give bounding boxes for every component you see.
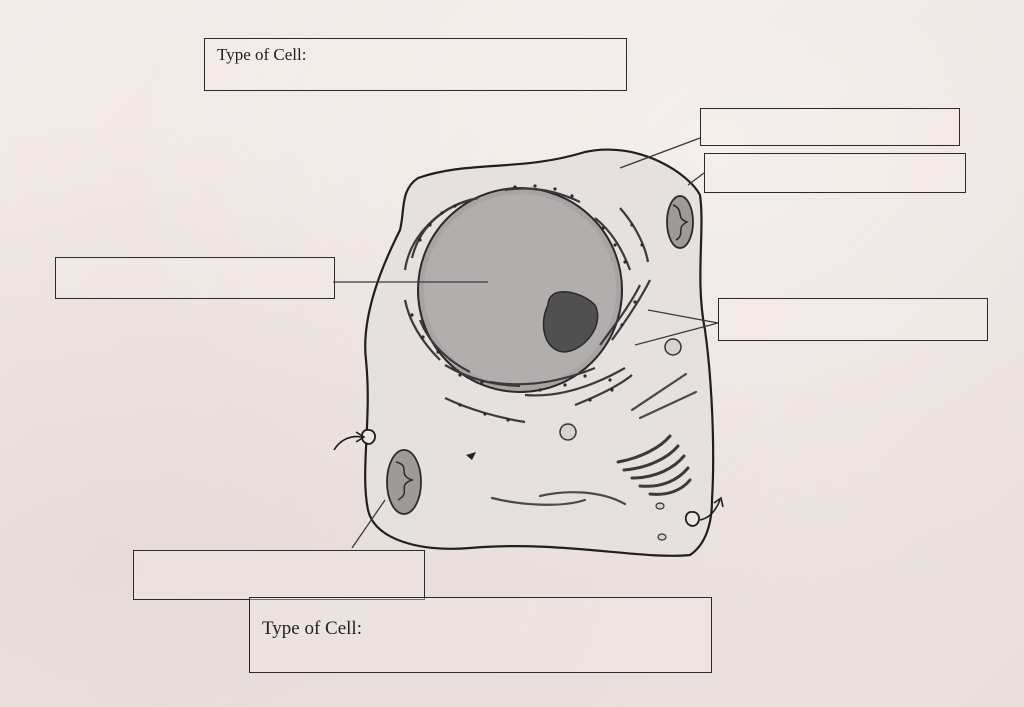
centrosome [466, 452, 476, 460]
mitochondrion-upper-right [666, 195, 694, 249]
membrane-openings [360, 429, 700, 527]
type-of-cell-box-bottom[interactable]: Type of Cell: [249, 597, 712, 673]
exocytosis-arrow [699, 496, 724, 521]
smooth-er [490, 372, 698, 506]
type-of-cell-label-bottom: Type of Cell: [262, 618, 362, 639]
nucleus-inner [424, 194, 616, 386]
leader-lines [333, 137, 719, 549]
nucleolus [542, 291, 599, 353]
mitochondrion-lower-left [386, 449, 422, 515]
vesicle [655, 502, 665, 510]
ribosomes [410, 184, 644, 422]
type-of-cell-box-top[interactable]: Type of Cell: [204, 38, 627, 91]
vesicle [664, 338, 682, 356]
endocytosis-arrow [333, 431, 366, 451]
label-box-membrane[interactable] [700, 108, 960, 146]
label-box-cytoplasm[interactable] [704, 153, 966, 193]
label-box-nucleus[interactable] [55, 257, 335, 299]
label-box-mitochondrion[interactable] [133, 550, 425, 600]
label-box-er[interactable] [718, 298, 988, 341]
rough-er [403, 187, 651, 424]
vesicle [559, 423, 577, 441]
golgi-apparatus [616, 434, 692, 496]
vesicle [657, 533, 667, 541]
type-of-cell-label-top: Type of Cell: [217, 45, 307, 64]
